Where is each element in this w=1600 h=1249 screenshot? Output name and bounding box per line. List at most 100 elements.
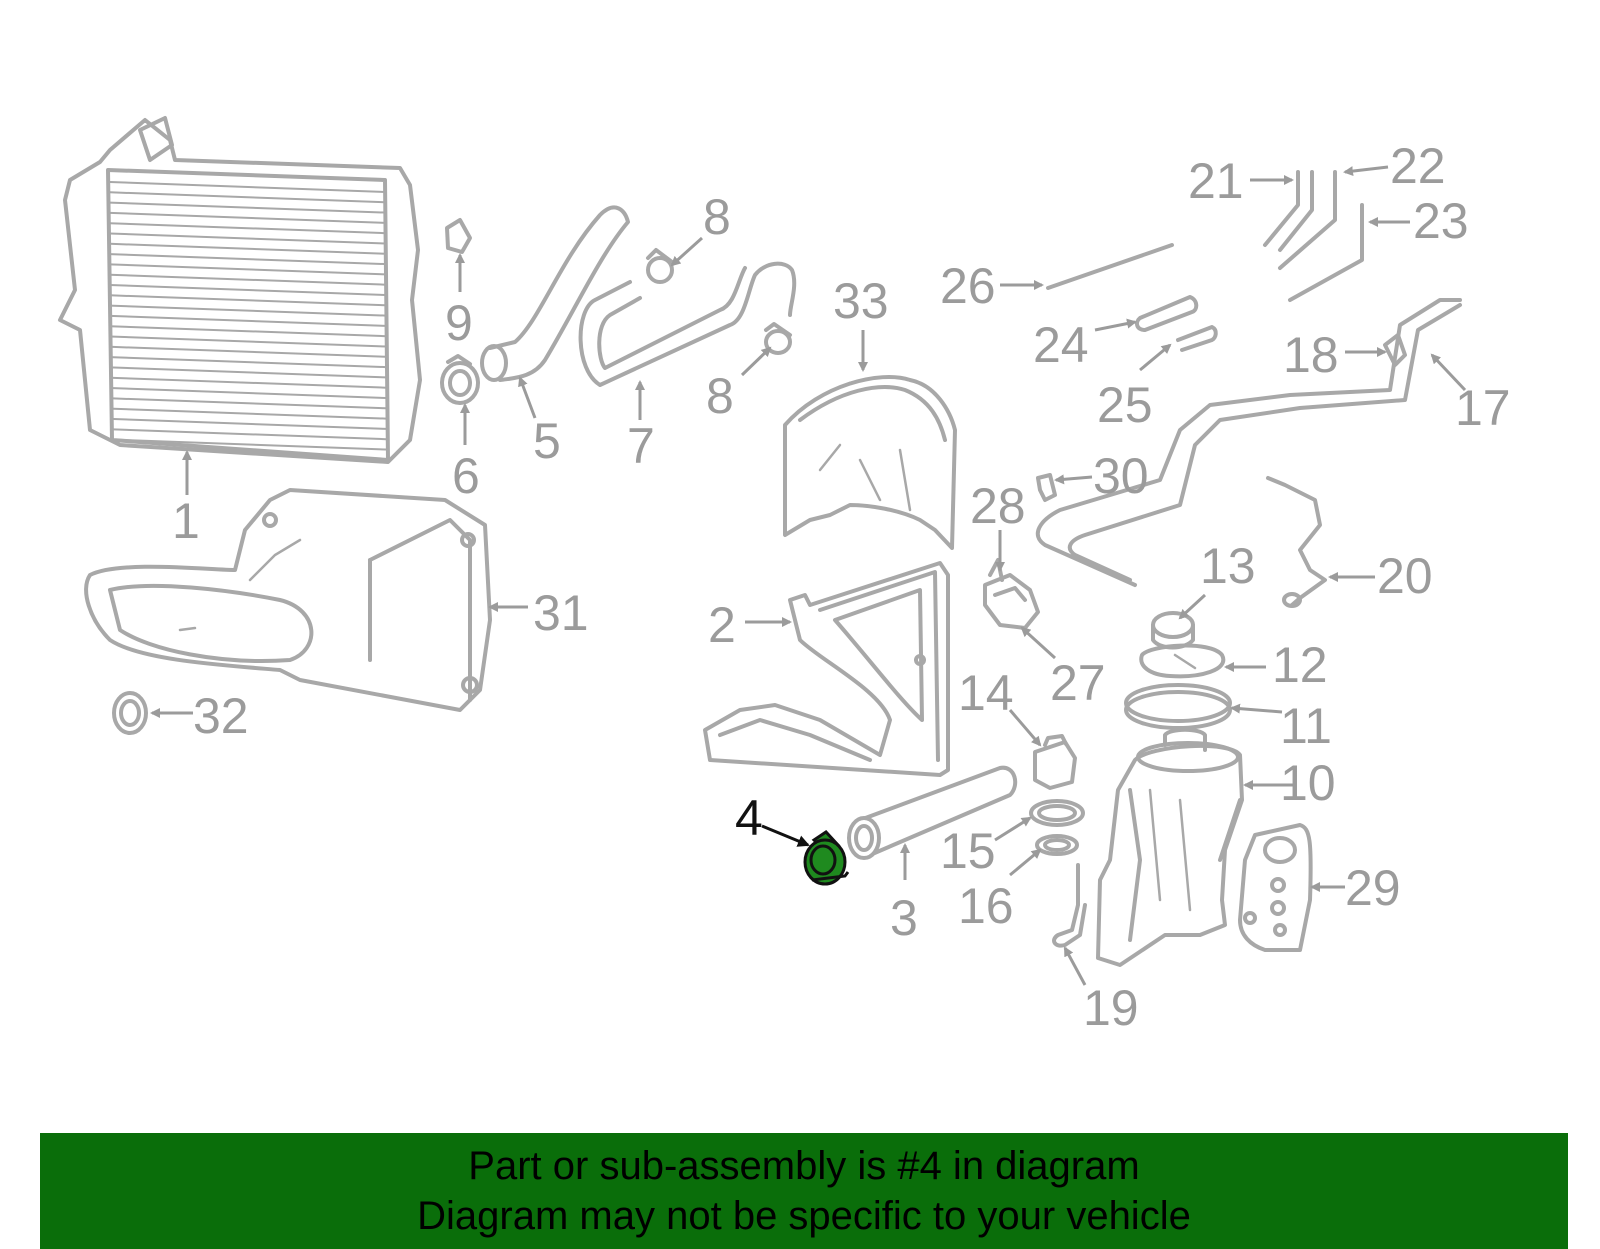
callout-labels: 1 2 3 4 5 6 7 8 8 9 10 11 12 13 14 15 16… xyxy=(172,138,1511,1036)
pipe-part xyxy=(847,765,1018,860)
plug-part xyxy=(112,691,148,735)
hose-5-part xyxy=(480,205,630,382)
callout-17: 17 xyxy=(1455,380,1511,436)
tube-23-part xyxy=(1288,203,1364,302)
callout-11: 11 xyxy=(1280,698,1332,754)
callout-3: 3 xyxy=(890,890,918,946)
clamp-6-part xyxy=(440,354,480,405)
banner-line-1: Part or sub-assembly is #4 in diagram xyxy=(468,1144,1140,1188)
radiator-fin xyxy=(109,397,387,410)
callout-22: 22 xyxy=(1390,138,1446,194)
callout-15: 15 xyxy=(940,823,996,879)
filter-housing-part xyxy=(1096,727,1244,967)
clamp-8-upper-part xyxy=(646,248,674,284)
connector-14-part xyxy=(1033,734,1077,790)
callout-26: 26 xyxy=(940,258,996,314)
callout-27: 27 xyxy=(1050,655,1106,711)
callout-33: 33 xyxy=(833,273,889,329)
rod-26-part xyxy=(1046,243,1174,290)
oring-15-part xyxy=(1029,799,1085,827)
banner-line-2: Diagram may not be specific to your vehi… xyxy=(417,1194,1191,1238)
gasket-plate-part xyxy=(1238,823,1313,952)
oring-16-part xyxy=(1035,834,1079,856)
callout-28: 28 xyxy=(970,478,1026,534)
callout-31: 31 xyxy=(533,585,589,641)
radiator-fin xyxy=(109,284,387,296)
radiator-fin xyxy=(109,438,387,451)
callout-23: 23 xyxy=(1413,193,1469,249)
radiator-fin xyxy=(109,263,387,276)
callout-1: 1 xyxy=(172,493,200,549)
radiator-fin xyxy=(109,222,387,235)
radiator-fin xyxy=(109,325,387,338)
callout-10: 10 xyxy=(1280,755,1336,811)
radiator-fin xyxy=(109,201,387,214)
callout-24: 24 xyxy=(1033,317,1089,373)
callout-29: 29 xyxy=(1345,860,1401,916)
radiator-fin xyxy=(109,304,387,317)
callout-2: 2 xyxy=(708,597,736,653)
callout-13: 13 xyxy=(1200,538,1256,594)
callout-14: 14 xyxy=(958,665,1014,721)
hose-7-part xyxy=(578,261,797,387)
rod-25-part xyxy=(1176,325,1218,352)
callout-21: 21 xyxy=(1188,153,1244,209)
radiator-fin xyxy=(109,242,387,255)
valve-27-part xyxy=(983,573,1040,630)
radiator-fin xyxy=(109,428,387,441)
callout-16: 16 xyxy=(958,878,1014,934)
shroud-part xyxy=(783,375,957,550)
radiator-fin xyxy=(109,273,387,286)
clip-30-part xyxy=(1036,473,1057,502)
rod-24-part xyxy=(1135,295,1199,332)
leader-lines xyxy=(150,165,1467,986)
seal-part-highlighted xyxy=(803,830,850,886)
tube-21-part xyxy=(1263,170,1314,252)
callout-30: 30 xyxy=(1093,448,1149,504)
callout-8-lower: 8 xyxy=(706,368,734,424)
radiator-fin xyxy=(109,407,387,420)
radiator-fin xyxy=(109,211,387,224)
cap-13-part xyxy=(1151,611,1195,650)
radiator-fin xyxy=(109,181,387,193)
callout-8-upper: 8 xyxy=(703,189,731,245)
callout-18: 18 xyxy=(1283,327,1339,383)
radiator-fin xyxy=(109,417,387,430)
radiator-fin xyxy=(109,314,387,327)
callout-6: 6 xyxy=(452,448,480,504)
radiator-fin xyxy=(109,345,387,358)
pipe-18-part xyxy=(1383,333,1407,367)
callout-5: 5 xyxy=(533,413,561,469)
callout-12: 12 xyxy=(1272,637,1328,693)
cover-12-part xyxy=(1139,643,1226,679)
callout-20: 20 xyxy=(1377,548,1433,604)
radiator-fin xyxy=(109,387,387,399)
pipe-17-part xyxy=(1035,298,1462,587)
callout-7: 7 xyxy=(627,418,655,474)
callout-32: 32 xyxy=(193,688,249,744)
bracket-part xyxy=(703,561,950,777)
radiator-fin xyxy=(109,191,387,204)
dipstick-part xyxy=(1052,863,1087,948)
info-banner: Part or sub-assembly is #4 in diagram Di… xyxy=(40,1133,1568,1249)
radiator-fin xyxy=(109,253,387,266)
air-duct-part xyxy=(84,488,492,712)
radiator-fin xyxy=(109,232,387,245)
ring-11-part xyxy=(1124,683,1232,730)
line-20-part xyxy=(1266,476,1327,608)
clip-28-part xyxy=(988,558,1004,582)
radiator-fin xyxy=(109,335,387,348)
callout-4: 4 xyxy=(735,790,763,846)
radiator-fin xyxy=(109,356,387,369)
callout-9: 9 xyxy=(445,295,473,351)
clamp-8-lower-part xyxy=(764,322,792,355)
radiator-fin xyxy=(109,376,387,389)
callout-25: 25 xyxy=(1097,377,1153,433)
radiator-fin xyxy=(109,366,387,379)
radiator-part xyxy=(58,116,422,464)
clamp-9-part xyxy=(445,218,472,254)
callout-19: 19 xyxy=(1083,980,1139,1036)
tube-22-part xyxy=(1278,170,1337,270)
radiator-fin xyxy=(109,294,387,307)
